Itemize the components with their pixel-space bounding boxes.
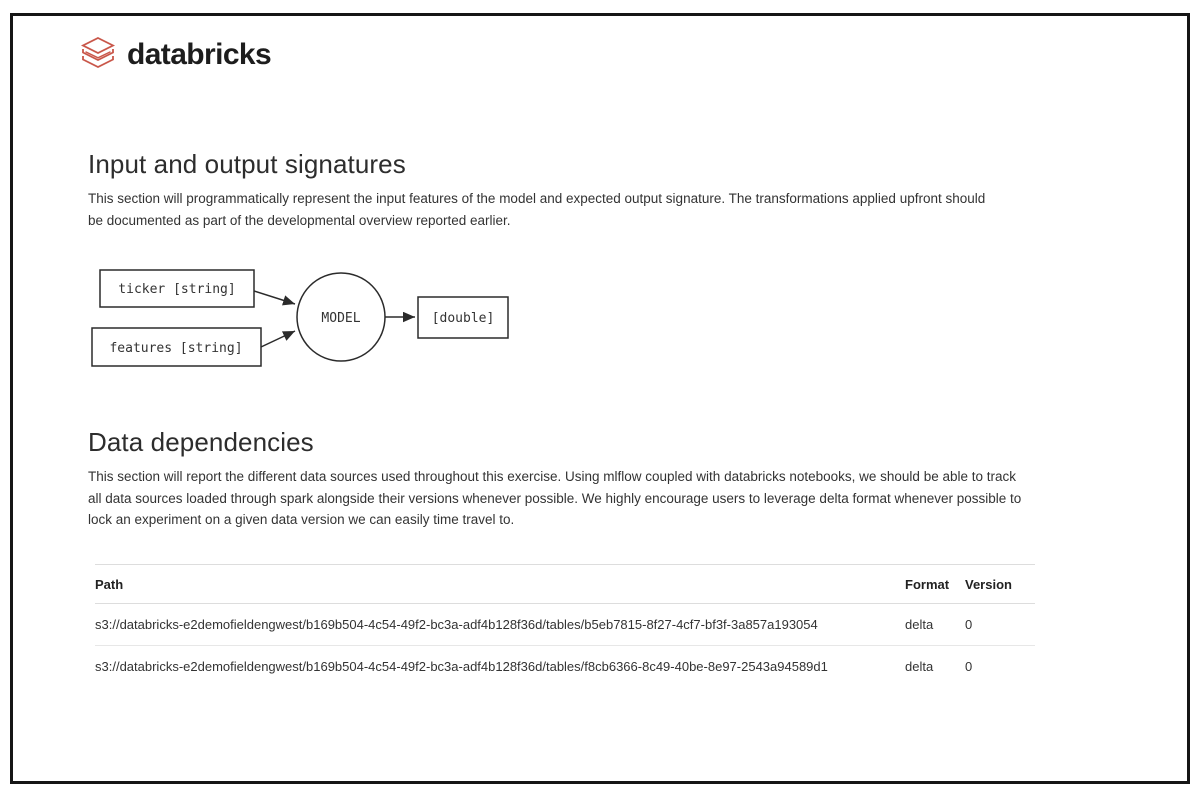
input-box-features-label: features [string] (109, 341, 242, 356)
table-row: s3://databricks-e2demofieldengwest/b169b… (95, 646, 1035, 688)
databricks-logo: databricks (78, 36, 272, 78)
signatures-section-title: Input and output signatures (88, 149, 406, 179)
output-box-double (417, 296, 509, 339)
table-row: s3://databricks-e2demofieldengwest/b169b… (95, 603, 1035, 646)
databricks-logo-icon (78, 36, 118, 78)
databricks-wordmark: databricks (127, 38, 272, 71)
model-node-label: MODEL (321, 311, 360, 326)
page-frame: databricks Input and output signatures T… (10, 13, 1190, 784)
column-header-format: Format (905, 564, 965, 604)
cell-version: 0 (965, 659, 973, 674)
cell-path: s3://databricks-e2demofieldengwest/b169b… (95, 659, 828, 674)
cell-format: delta (905, 659, 934, 674)
dependencies-section-title: Data dependencies (88, 427, 314, 457)
data-dependencies-table: Path Format Version s3://databricks-e2de… (95, 564, 1035, 687)
arrow-features-to-model (260, 330, 296, 348)
arrow-ticker-to-model (253, 290, 296, 306)
input-box-ticker-label: ticker [string] (118, 282, 235, 297)
output-box-double-label: [double] (432, 311, 495, 326)
cell-version: 0 (965, 603, 1035, 646)
input-box-ticker (99, 269, 255, 308)
signatures-section-description: This section will programmatically repre… (88, 191, 986, 228)
cell-format: delta (905, 603, 965, 646)
cell-path: s3://databricks-e2demofieldengwest/b169b… (95, 603, 905, 646)
column-header-path: Path (95, 564, 905, 604)
dependencies-section-description: This section will report the different d… (88, 469, 1022, 527)
input-box-features (91, 327, 262, 367)
table-header-row: Path Format Version (95, 564, 1035, 604)
column-header-version: Version (965, 564, 1035, 604)
model-signature-diagram: ticker [string] features [string] MODEL … (91, 269, 509, 367)
